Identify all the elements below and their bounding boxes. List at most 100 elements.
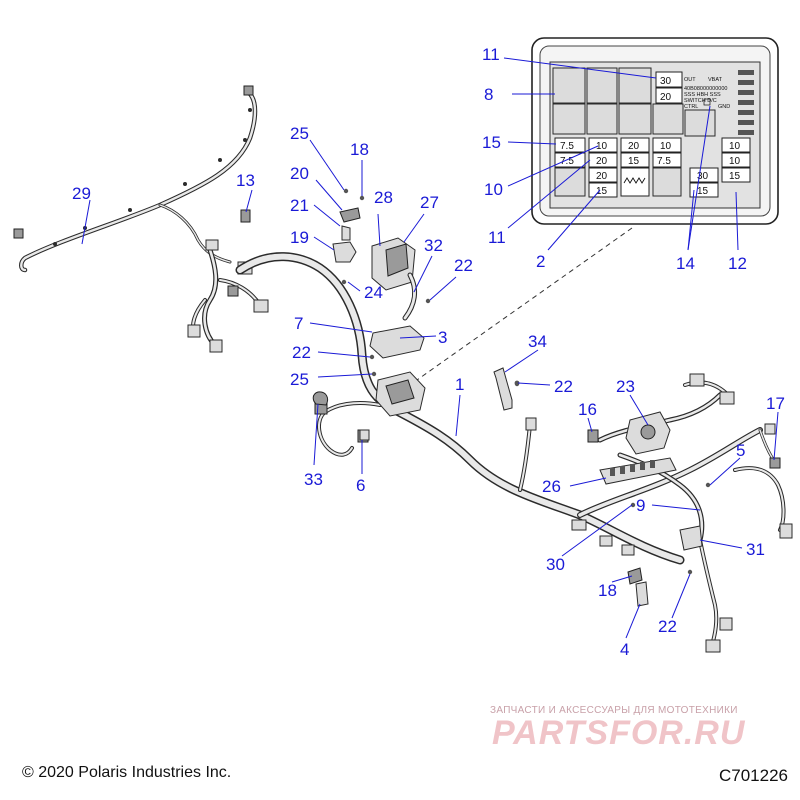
front-connector-cluster bbox=[587, 373, 793, 653]
callout-9: 9 bbox=[636, 496, 645, 515]
svg-text:7.5: 7.5 bbox=[560, 141, 574, 152]
callout-23: 23 bbox=[616, 377, 635, 396]
callout-25-bottom: 25 bbox=[290, 370, 309, 389]
callout-22-a: 22 bbox=[454, 256, 473, 275]
fuse-10-d: 10 bbox=[721, 152, 751, 168]
fuse-20-c: 20 bbox=[588, 167, 618, 183]
bracket-34 bbox=[493, 367, 520, 411]
callout-3: 3 bbox=[438, 328, 447, 347]
svg-text:30: 30 bbox=[660, 76, 672, 87]
callout-31: 31 bbox=[746, 540, 765, 559]
relay-8 bbox=[684, 109, 716, 137]
callout-27: 27 bbox=[420, 193, 439, 212]
callout-22-b: 22 bbox=[292, 343, 311, 362]
callout-16: 16 bbox=[578, 400, 597, 419]
callout-22-d: 22 bbox=[658, 617, 677, 636]
fuse-30-bottom: 30 bbox=[689, 167, 719, 183]
fuse-7-5-a: 7.5 bbox=[554, 137, 586, 153]
fuse-15-d: 15 bbox=[721, 167, 751, 183]
fuse-20-a: 20 bbox=[620, 137, 650, 153]
fuse-box-code-row-1: 40B08000000000 bbox=[684, 86, 727, 92]
callout-11-top: 11 bbox=[482, 45, 500, 64]
callout-18-bottom: 18 bbox=[598, 581, 617, 600]
svg-text:10: 10 bbox=[596, 141, 608, 152]
svg-text:15: 15 bbox=[596, 186, 608, 197]
relay-2 bbox=[586, 67, 618, 104]
svg-text:15: 15 bbox=[697, 186, 709, 197]
callout-26: 26 bbox=[542, 477, 561, 496]
callout-32: 32 bbox=[424, 236, 443, 255]
fuse-15-b: 15 bbox=[588, 182, 618, 198]
callout-29: 29 bbox=[72, 184, 91, 203]
callout-25-top: 25 bbox=[290, 124, 309, 143]
watermark-logo: PARTSFOR.RU bbox=[492, 714, 746, 752]
relay-3 bbox=[618, 67, 652, 104]
callout-6: 6 bbox=[356, 476, 365, 495]
center-modules bbox=[332, 188, 520, 443]
svg-text:7.5: 7.5 bbox=[657, 156, 671, 167]
fuse-box-ctrl-socket bbox=[703, 98, 711, 106]
svg-text:15: 15 bbox=[628, 156, 640, 167]
callout-8: 8 bbox=[484, 85, 493, 104]
fuse-10-a: 10 bbox=[588, 137, 618, 153]
relay-9 bbox=[652, 167, 682, 197]
svg-text:7.5: 7.5 bbox=[560, 156, 574, 167]
catalog-number: C701226 bbox=[718, 766, 788, 785]
callout-30: 30 bbox=[546, 555, 565, 574]
callout-11-bottom: 11 bbox=[488, 228, 506, 247]
callout-21: 21 bbox=[290, 196, 309, 215]
svg-text:15: 15 bbox=[729, 171, 741, 182]
relay-6 bbox=[618, 103, 652, 135]
svg-text:10: 10 bbox=[660, 141, 672, 152]
callout-18-top: 18 bbox=[350, 140, 369, 159]
circuit-breaker-symbol bbox=[623, 177, 646, 184]
copyright-notice: © 2020 Polaris Industries Inc. bbox=[22, 764, 232, 781]
svg-text:20: 20 bbox=[628, 141, 640, 152]
callout-12: 12 bbox=[728, 254, 747, 273]
svg-text:30: 30 bbox=[697, 171, 709, 182]
relay-5 bbox=[586, 103, 618, 135]
callout-10: 10 bbox=[484, 180, 503, 199]
fuse-box-terminals bbox=[738, 70, 754, 135]
callout-17: 17 bbox=[766, 394, 785, 413]
callout-5: 5 bbox=[736, 441, 745, 460]
part-13 bbox=[240, 209, 251, 223]
inset-leader-dashed bbox=[399, 227, 633, 393]
fuse-7-5-c: 7.5 bbox=[652, 152, 682, 168]
callout-34: 34 bbox=[528, 332, 547, 351]
leader-lines bbox=[81, 57, 779, 639]
relay-7 bbox=[652, 103, 684, 135]
callout-7: 7 bbox=[294, 314, 303, 333]
callout-24: 24 bbox=[364, 283, 383, 302]
watermark-tagline: ЗАПЧАСТИ И АКСЕССУАРЫ ДЛЯ МОТОТЕХНИКИ bbox=[490, 705, 738, 716]
relay-1 bbox=[552, 67, 586, 104]
harness-29 bbox=[13, 85, 258, 273]
fuse-box-gnd-label: GND bbox=[718, 104, 730, 110]
part-6 bbox=[359, 429, 370, 441]
svg-text:10: 10 bbox=[729, 156, 741, 167]
callout-28: 28 bbox=[374, 188, 393, 207]
relay-4 bbox=[552, 103, 586, 135]
callout-33: 33 bbox=[304, 470, 323, 489]
svg-text:20: 20 bbox=[660, 92, 672, 103]
fuse-7-5-b: 7.5 bbox=[554, 152, 586, 168]
svg-text:20: 20 bbox=[596, 156, 608, 167]
callout-14: 14 bbox=[676, 254, 695, 273]
svg-text:10: 10 bbox=[729, 141, 741, 152]
part-33 bbox=[312, 391, 329, 406]
callout-22-c: 22 bbox=[554, 377, 573, 396]
callout-1: 1 bbox=[455, 375, 464, 394]
fuse-box-out-label: OUT bbox=[684, 77, 696, 83]
fuse-box-inset: OUT VBAT 40B08000000000 SSS HBH SSS SWIT… bbox=[531, 37, 779, 225]
callout-13: 13 bbox=[236, 171, 255, 190]
fuse-15-c: 15 bbox=[689, 182, 719, 198]
fuse-20-b: 20 bbox=[588, 152, 618, 168]
callout-20: 20 bbox=[290, 164, 309, 183]
fuse-box-ctrl-label: CTRL bbox=[684, 104, 698, 110]
relay-10 bbox=[554, 167, 586, 197]
callout-19: 19 bbox=[290, 228, 309, 247]
callout-2: 2 bbox=[536, 252, 545, 271]
callout-4: 4 bbox=[620, 640, 629, 659]
svg-text:20: 20 bbox=[596, 171, 608, 182]
